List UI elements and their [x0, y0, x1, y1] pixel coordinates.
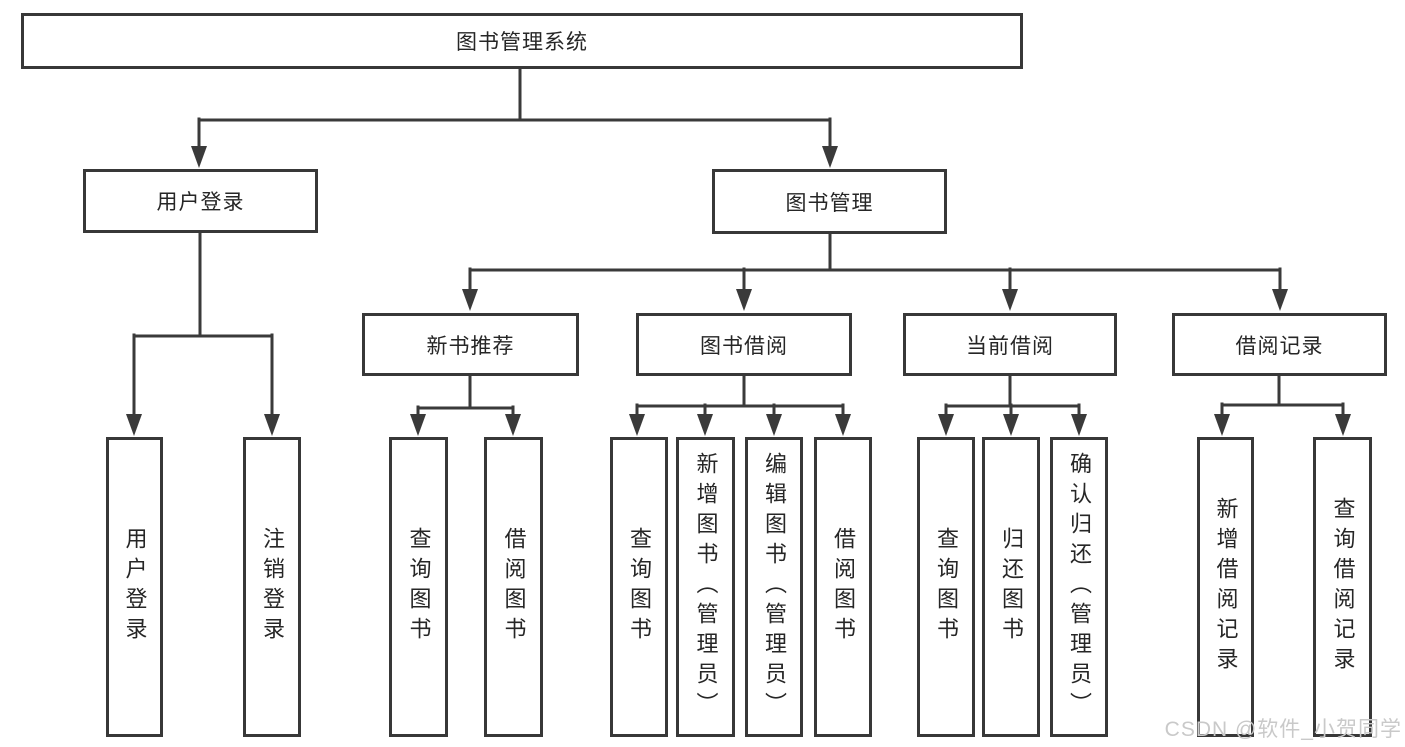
node-leaf-records-add-record: 新增借阅记录 — [1197, 437, 1254, 737]
arrowhead — [1071, 414, 1087, 436]
node-leaf-borrow-add-book: 新增图书（管理员） — [676, 437, 735, 737]
arrowhead — [410, 414, 426, 436]
arrowhead — [938, 414, 954, 436]
arrowhead — [1002, 289, 1018, 311]
node-leaf-borrow-query-book: 查询图书 — [610, 437, 668, 737]
node-leaf-logout: 注销登录 — [243, 437, 301, 737]
node-user-login: 用户登录 — [83, 169, 318, 233]
node-leaf-borrow-edit-book: 编辑图书（管理员） — [745, 437, 803, 737]
node-leaf-recommend-query-book: 查询图书 — [389, 437, 448, 737]
arrowhead — [736, 289, 752, 311]
node-leaf-borrow-borrow-book: 借阅图书 — [814, 437, 872, 737]
arrowhead — [822, 146, 838, 168]
node-leaf-current-query-book: 查询图书 — [917, 437, 975, 737]
node-book-borrow: 图书借阅 — [636, 313, 852, 376]
csdn-watermark: CSDN @软件_小贺同学 — [1164, 718, 1402, 741]
arrowhead — [462, 289, 478, 311]
arrowhead — [697, 414, 713, 436]
arrowhead — [264, 414, 280, 436]
node-leaf-user-login: 用户登录 — [106, 437, 163, 737]
arrowhead — [1272, 289, 1288, 311]
arrowhead — [766, 414, 782, 436]
arrowhead — [1335, 414, 1351, 436]
arrowhead — [505, 414, 521, 436]
node-current-borrow: 当前借阅 — [903, 313, 1117, 376]
node-book-management: 图书管理 — [712, 169, 947, 234]
node-borrow-records: 借阅记录 — [1172, 313, 1387, 376]
arrowhead — [1003, 414, 1019, 436]
arrowhead — [1214, 414, 1230, 436]
node-leaf-recommend-borrow-book: 借阅图书 — [484, 437, 543, 737]
arrowhead — [629, 414, 645, 436]
node-new-book-recommend: 新书推荐 — [362, 313, 579, 376]
node-root: 图书管理系统 — [21, 13, 1023, 69]
arrowhead — [835, 414, 851, 436]
node-leaf-records-query-record: 查询借阅记录 — [1313, 437, 1372, 737]
node-leaf-current-return-book: 归还图书 — [982, 437, 1040, 737]
arrowhead — [126, 414, 142, 436]
node-leaf-current-confirm-return: 确认归还（管理员） — [1050, 437, 1108, 737]
arrowhead — [191, 146, 207, 168]
